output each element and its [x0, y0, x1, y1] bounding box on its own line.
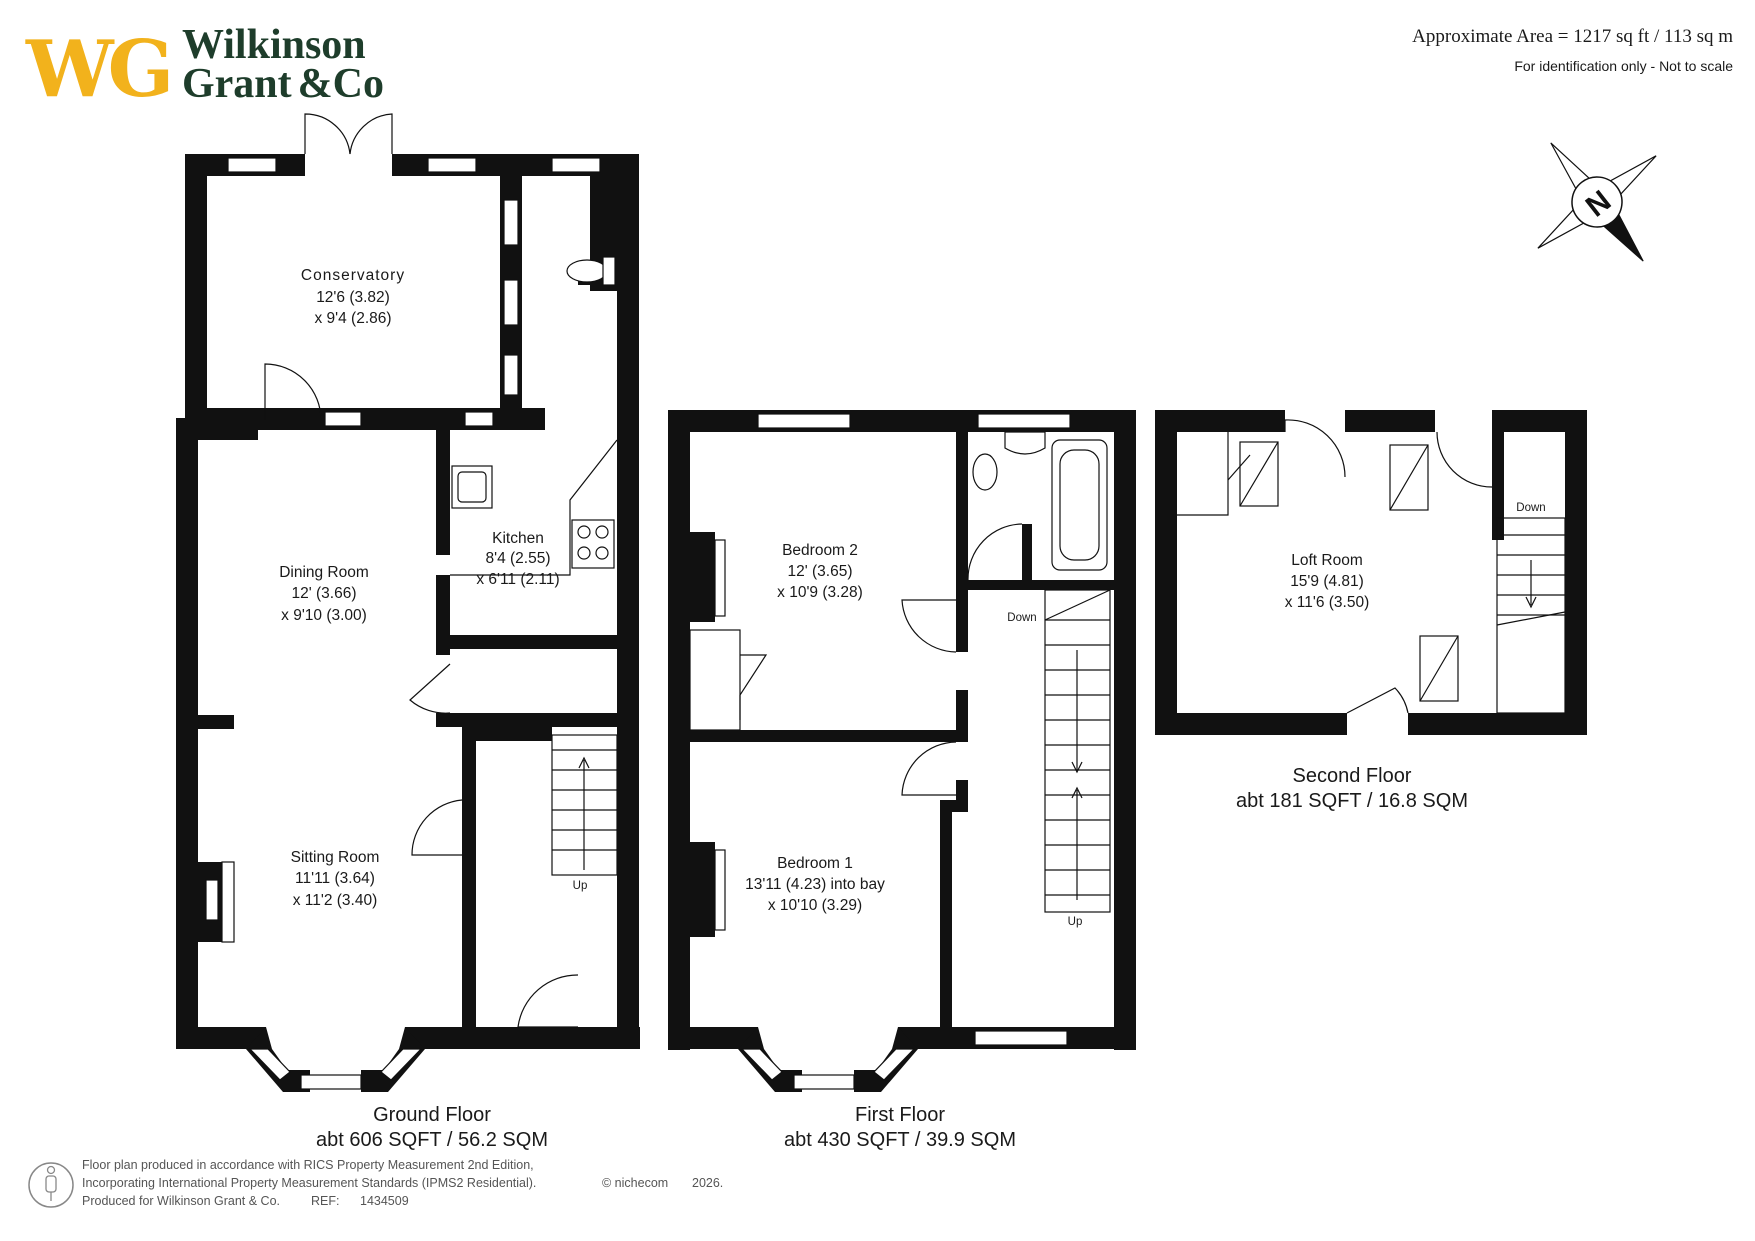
first-stair-down-label: Down	[1007, 612, 1036, 624]
svg-text:Bedroom 1: Bedroom 1	[777, 855, 853, 872]
footer-ref-label: REF:	[311, 1194, 339, 1208]
svg-text:x 10'10 (3.29): x 10'10 (3.29)	[768, 897, 862, 914]
first-floor-title: First Floor	[855, 1104, 945, 1126]
approximate-area: Approximate Area = 1217 sq ft / 113 sq m	[1412, 26, 1733, 47]
svg-text:11'11 (3.64): 11'11 (3.64)	[295, 870, 375, 887]
footer-year: 2026.	[692, 1176, 723, 1190]
svg-text:Loft Room: Loft Room	[1291, 552, 1363, 569]
room-kitchen: Kitchen 8'4 (2.55) x 6'11 (2.11)	[476, 530, 559, 588]
north-arrow-icon: N	[1537, 142, 1657, 262]
ground-floor-plan: Up	[176, 113, 640, 1151]
svg-text:x 9'4 (2.86): x 9'4 (2.86)	[314, 310, 391, 327]
svg-text:x 6'11 (2.11): x 6'11 (2.11)	[476, 571, 559, 588]
second-stair-down-label: Down	[1516, 502, 1545, 514]
footer-ref: 1434509	[360, 1194, 409, 1208]
first-floor-area: abt 430 SQFT / 39.9 SQM	[784, 1129, 1016, 1151]
person-scale-icon	[28, 1162, 74, 1208]
footer: Floor plan produced in accordance with R…	[28, 1158, 723, 1208]
svg-text:Kitchen: Kitchen	[492, 530, 544, 547]
ground-floor-title: Ground Floor	[373, 1104, 491, 1126]
first-floor-plan: Down Up Bedroom 2 12' (3.65) x 10'9 (3.2…	[668, 410, 1136, 1151]
first-stair-up-label: Up	[1068, 916, 1083, 928]
second-floor-plan: Down Loft Room 15'9 (4.81) x 11'6 (3.50)…	[1155, 410, 1587, 812]
svg-text:x 11'6 (3.50): x 11'6 (3.50)	[1285, 594, 1370, 611]
room-conservatory: Conservatory 12'6 (3.82) x 9'4 (2.86)	[301, 267, 405, 327]
footer-copyright: © nichecom	[602, 1176, 668, 1190]
svg-text:Dining Room: Dining Room	[279, 564, 369, 581]
ground-stair-label: Up	[573, 880, 588, 892]
room-bedroom-1: Bedroom 1 13'11 (4.23) into bay x 10'10 …	[745, 855, 885, 914]
disclaimer: For identification only - Not to scale	[1514, 58, 1733, 74]
room-sitting-room: Sitting Room 11'11 (3.64) x 11'2 (3.40)	[291, 849, 380, 909]
svg-text:12' (3.66): 12' (3.66)	[292, 585, 357, 602]
footer-line2: Incorporating International Property Mea…	[82, 1176, 536, 1190]
svg-text:Bedroom 2: Bedroom 2	[782, 542, 858, 559]
second-floor-area: abt 181 SQFT / 16.8 SQM	[1236, 790, 1468, 812]
company-logo: WG Wilkinson Grant&Co	[25, 22, 384, 115]
room-loft-room: Loft Room 15'9 (4.81) x 11'6 (3.50)	[1285, 552, 1370, 611]
room-dining-room: Dining Room 12' (3.66) x 9'10 (3.00)	[279, 564, 369, 624]
svg-text:x 9'10 (3.00): x 9'10 (3.00)	[281, 607, 367, 624]
second-floor-title: Second Floor	[1293, 765, 1412, 787]
svg-text:15'9 (4.81): 15'9 (4.81)	[1290, 573, 1364, 590]
svg-text:13'11 (4.23) into bay: 13'11 (4.23) into bay	[745, 876, 885, 893]
svg-text:x 11'2 (3.40): x 11'2 (3.40)	[293, 892, 378, 909]
logo-mark: WG	[25, 24, 169, 115]
svg-text:Conservatory: Conservatory	[301, 267, 405, 284]
svg-text:12' (3.65): 12' (3.65)	[788, 563, 853, 580]
room-bedroom-2: Bedroom 2 12' (3.65) x 10'9 (3.28)	[777, 542, 863, 601]
svg-text:x 10'9 (3.28): x 10'9 (3.28)	[777, 584, 863, 601]
ground-floor-area: abt 606 SQFT / 56.2 SQM	[316, 1129, 548, 1151]
footer-line3: Produced for Wilkinson Grant & Co.	[82, 1194, 280, 1208]
logo-name-line2: Grant&Co	[182, 61, 384, 107]
svg-text:8'4 (2.55): 8'4 (2.55)	[486, 550, 551, 567]
footer-line1: Floor plan produced in accordance with R…	[82, 1158, 534, 1172]
logo-name-line1: Wilkinson	[182, 22, 366, 68]
svg-text:Sitting Room: Sitting Room	[291, 849, 380, 866]
svg-text:12'6 (3.82): 12'6 (3.82)	[316, 289, 390, 306]
